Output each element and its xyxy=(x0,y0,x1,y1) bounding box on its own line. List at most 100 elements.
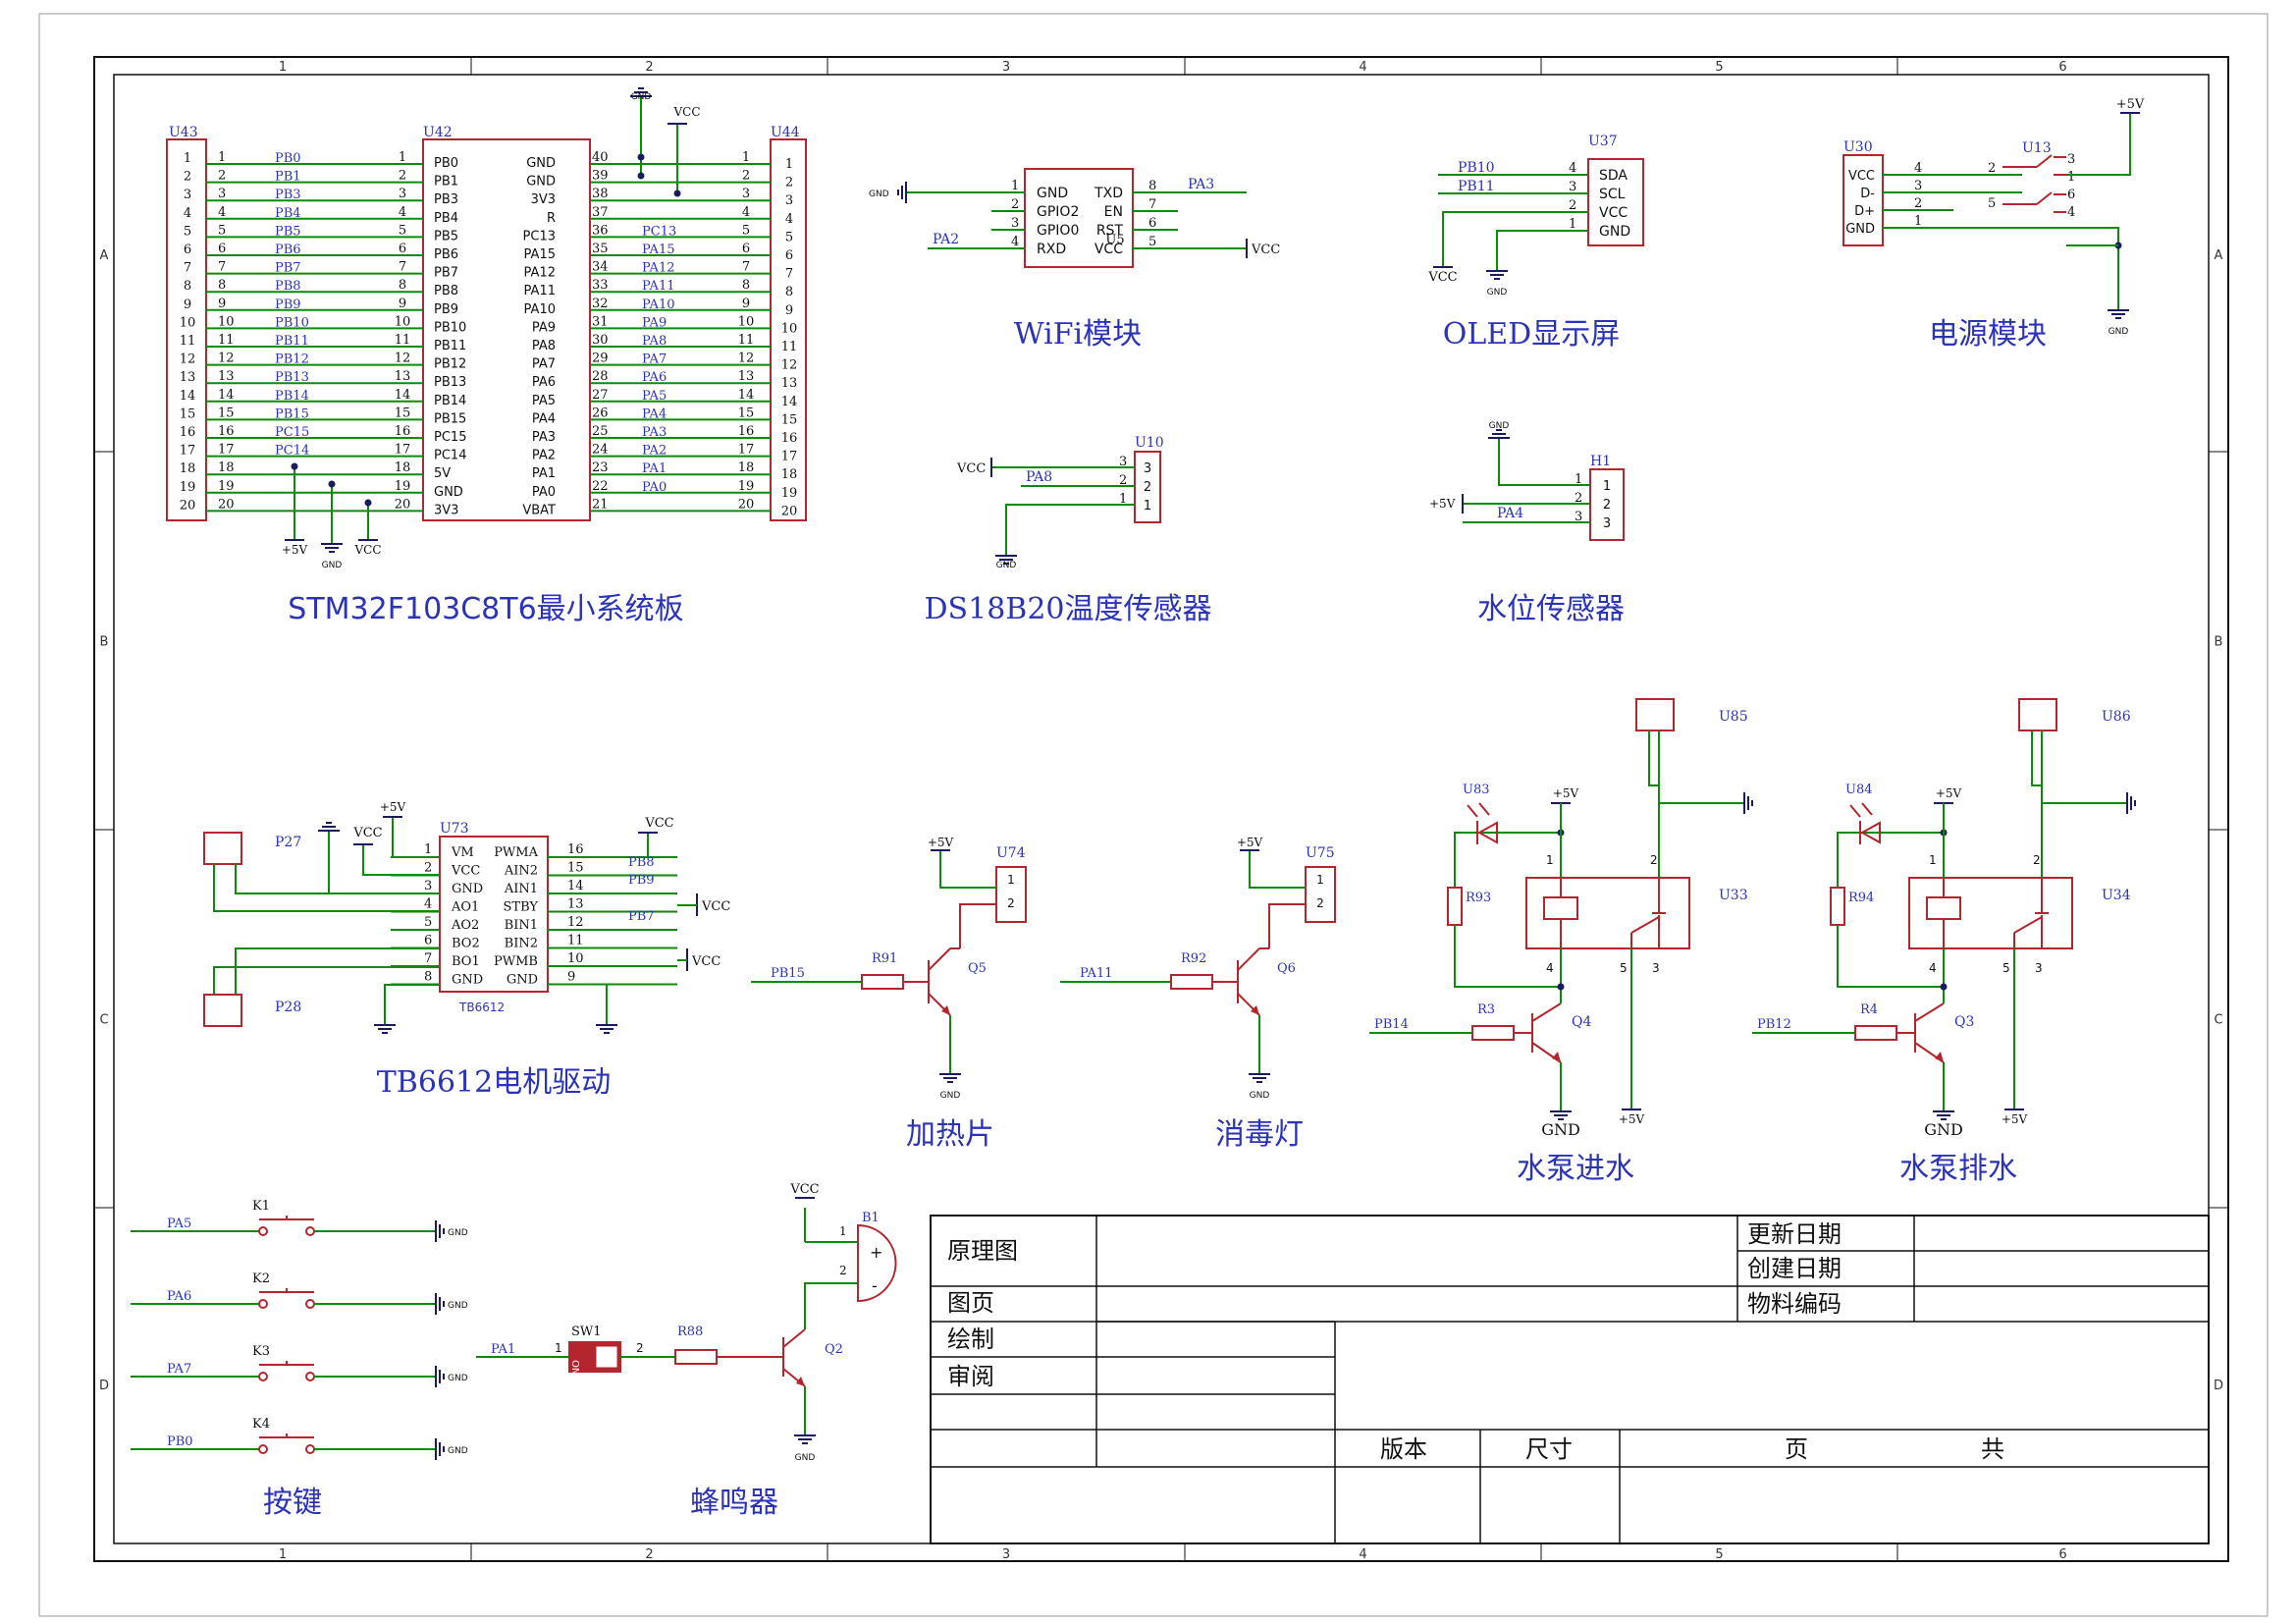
wire xyxy=(1454,832,1472,888)
u42-pin-num: 3 xyxy=(399,187,406,201)
u42-right-pin: PA15 xyxy=(524,247,556,262)
u42-pin-num: 5 xyxy=(399,223,406,238)
pump-out-pin: 3 xyxy=(2035,961,2043,975)
collector xyxy=(1237,947,1260,971)
net-label: PB4 xyxy=(275,206,301,221)
u44-pin-num: 14 xyxy=(738,388,755,403)
u44-pin-num: 13 xyxy=(781,376,798,391)
plus5v-label: +5V xyxy=(2002,1112,2028,1126)
u42-pin-num: 18 xyxy=(395,460,411,475)
tb6612-pin-num: 1 xyxy=(424,842,432,857)
uv-lamp-connector xyxy=(1305,866,1336,923)
u44-header xyxy=(770,138,807,521)
section-title-pump_out: 水泵排水 xyxy=(1899,1152,2017,1186)
net-label: PA9 xyxy=(642,315,667,330)
u43-pin-num: 12 xyxy=(180,352,196,367)
u44-pin-num: 2 xyxy=(785,176,793,190)
oled-pin-num: 3 xyxy=(1569,180,1576,194)
u44-pin-num: 1 xyxy=(785,157,793,172)
u43-pin-num: 3 xyxy=(184,188,191,202)
u42-pin-num: 8 xyxy=(399,278,406,293)
pump-in-led-ref: U83 xyxy=(1463,783,1490,797)
q2-emitter-arrow xyxy=(796,1377,805,1386)
u42-left-pin: PB11 xyxy=(434,339,466,353)
led-ray xyxy=(1849,804,1861,818)
u42-pin-num: 22 xyxy=(592,479,609,494)
wifi-pin: EN xyxy=(1104,204,1123,220)
u44-pin-num: 20 xyxy=(738,497,755,512)
gnd-label: GND xyxy=(2109,327,2129,337)
net-label: PA3 xyxy=(642,425,667,440)
u43-pin-num: 2 xyxy=(218,169,226,184)
tb6612-pin-num: 9 xyxy=(567,970,575,985)
switch-pin-num: 4 xyxy=(2067,205,2075,220)
net-label: PA7 xyxy=(167,1362,191,1377)
vcc-label: VCC xyxy=(701,899,730,914)
u43-pin-num: 19 xyxy=(180,480,196,495)
u44-pin-num: 12 xyxy=(781,358,798,373)
u43-pin-num: 10 xyxy=(180,315,196,330)
u43-pin-num: 17 xyxy=(218,443,235,458)
tb6612-chip xyxy=(439,836,549,993)
heater-conn-pin: 1 xyxy=(1007,873,1015,887)
pump-out-emitter-arrow xyxy=(1935,1052,1944,1062)
wifi-pin-num: 5 xyxy=(1148,235,1156,249)
uv-lamp-conn-pin: 2 xyxy=(1316,896,1324,910)
u42-right-pin: PA10 xyxy=(524,302,556,317)
u42-left-pin: PB14 xyxy=(434,394,466,408)
net-label: PB9 xyxy=(275,298,301,312)
net-label: PA8 xyxy=(642,334,667,349)
u42-left-pin: PB7 xyxy=(434,266,458,281)
wifi-pin: GND xyxy=(1037,186,1068,201)
u42-left-pin: PB10 xyxy=(434,320,466,335)
u43-pin-num: 8 xyxy=(184,279,191,294)
section-title-buzzer: 蜂鸣器 xyxy=(690,1486,778,1520)
oled-pin: SDA xyxy=(1599,168,1628,184)
h1-ref: H1 xyxy=(1590,454,1611,469)
uv-lamp-q-ref: Q6 xyxy=(1277,961,1296,976)
wifi-pin-num: 3 xyxy=(1011,216,1019,231)
tb6612-pin: BIN1 xyxy=(505,918,538,933)
u42-pin-num: 13 xyxy=(395,369,411,384)
u42-pin-num: 14 xyxy=(395,388,411,403)
tb6612-pin: GND xyxy=(452,882,483,896)
gnd-label: GND xyxy=(1250,1091,1270,1101)
tb6612-pin: AIN1 xyxy=(504,882,538,896)
lead xyxy=(959,903,996,948)
u43-pin-num: 14 xyxy=(180,389,196,404)
u42-pin-num: 1 xyxy=(399,150,406,165)
pump-in-emitter-arrow xyxy=(1552,1052,1561,1062)
oled-pin-num: 2 xyxy=(1569,198,1576,213)
tb6612-pin: STBY xyxy=(504,900,539,915)
uv-lamp-resistor xyxy=(1170,974,1213,990)
gnd-label: GND xyxy=(1487,288,1508,298)
pump-out-relay-ref: U34 xyxy=(2102,888,2131,903)
wire xyxy=(1658,730,1733,804)
gnd-label: GND xyxy=(1541,1120,1580,1139)
u42-stm32-board xyxy=(422,138,591,521)
net-label: PC14 xyxy=(275,444,309,459)
u42-left-pin: PB8 xyxy=(434,284,458,298)
u43-pin-num: 20 xyxy=(218,497,235,512)
pump-in-r2-ref: R3 xyxy=(1477,1002,1495,1017)
net-label: PB7 xyxy=(275,261,301,276)
net-label: PC15 xyxy=(275,425,309,440)
u42-right-pin: PA7 xyxy=(532,357,556,372)
h1-pin-num: 3 xyxy=(1575,510,1582,524)
section-title-stm32: STM32F103C8T6最小系统板 xyxy=(288,592,683,626)
u43-pin-num: 6 xyxy=(218,242,226,256)
u42-pin-num: 33 xyxy=(592,278,609,293)
junction-dot xyxy=(291,462,298,470)
net-label: PA0 xyxy=(642,480,667,495)
u42-pin-num: 29 xyxy=(592,352,609,366)
pump-out-pin: 2 xyxy=(2033,853,2041,867)
u42-pin-num: 40 xyxy=(592,150,609,165)
u44-ref: U44 xyxy=(771,125,800,140)
pump-out-q-ref: Q3 xyxy=(1954,1014,1974,1030)
r88-resistor xyxy=(674,1349,718,1365)
u43-pin-num: 18 xyxy=(180,461,196,476)
u44-pin-num: 4 xyxy=(742,205,750,220)
net-label: PB15 xyxy=(771,966,805,981)
tb6612-pin: BO1 xyxy=(452,954,480,969)
usb-pin: GND xyxy=(1845,222,1875,237)
